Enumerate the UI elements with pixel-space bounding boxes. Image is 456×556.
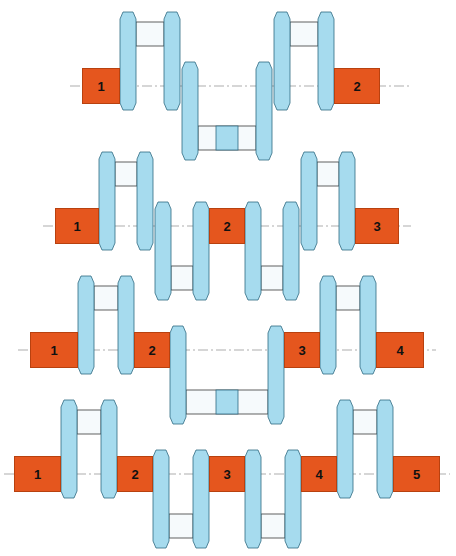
pin-blocks	[216, 126, 238, 414]
bearing-number: 2	[148, 344, 155, 357]
main-bearing: 2	[209, 208, 245, 244]
bearing-number: 2	[353, 80, 360, 93]
bearing-number: 1	[73, 220, 80, 233]
main-bearing: 1	[30, 332, 78, 368]
center-lines	[4, 34, 450, 526]
main-bearing: 2	[134, 332, 170, 368]
crank-webs	[61, 12, 393, 548]
main-bearing: 1	[55, 208, 99, 244]
main-bearing: 4	[376, 332, 424, 368]
bearing-number: 4	[396, 344, 403, 357]
main-bearing: 2	[117, 456, 153, 492]
bearing-number: 2	[223, 220, 230, 233]
main-bearing: 3	[284, 332, 320, 368]
bearing-number: 1	[97, 80, 104, 93]
bearing-number: 5	[413, 468, 420, 481]
bearing-number: 1	[34, 468, 41, 481]
bearing-number: 3	[373, 220, 380, 233]
bearing-number: 1	[50, 344, 57, 357]
main-bearing: 5	[393, 456, 440, 492]
main-bearing: 2	[334, 68, 380, 104]
bearing-number: 4	[315, 468, 322, 481]
bearing-number: 3	[298, 344, 305, 357]
main-bearing: 1	[14, 456, 61, 492]
main-bearing: 1	[82, 68, 120, 104]
main-bearing: 3	[355, 208, 399, 244]
bearing-number: 2	[131, 468, 138, 481]
main-bearing: 3	[209, 456, 245, 492]
bearing-number: 3	[223, 468, 230, 481]
main-bearing: 4	[301, 456, 337, 492]
